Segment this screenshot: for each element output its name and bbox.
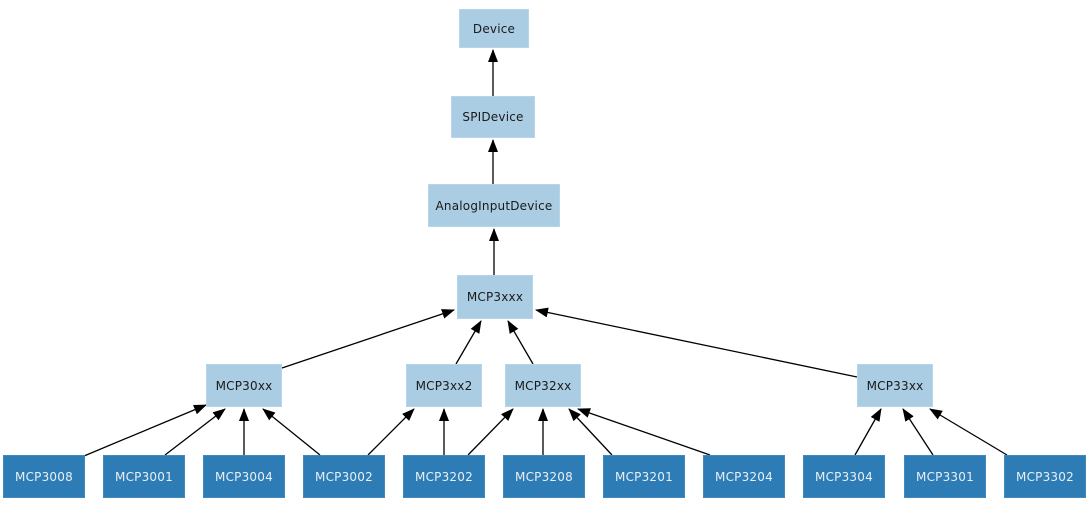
class-node-mcp3008[interactable]: MCP3008: [3, 455, 85, 498]
class-node-mcp3201[interactable]: MCP3201: [603, 455, 685, 498]
class-node-mcp3208[interactable]: MCP3208: [503, 455, 585, 498]
inheritance-arrow-MCP3202-to-MCP32xx: [467, 408, 514, 456]
inheritance-arrow-MCP3008-to-MCP30xx: [83, 404, 207, 457]
class-node-analoginputdevice[interactable]: AnalogInputDevice: [428, 184, 560, 227]
class-node-mcp3302[interactable]: MCP3302: [1004, 455, 1086, 498]
inheritance-arrow-MCP3302-to-MCP33xx: [929, 408, 1008, 456]
inheritance-arrow-MCP32xx-to-MCP3xxx: [507, 320, 534, 365]
inheritance-arrow-MCP3301-to-MCP33xx: [902, 408, 934, 456]
class-node-device[interactable]: Device: [459, 9, 529, 48]
class-node-mcp3xx2[interactable]: MCP3xx2: [406, 364, 482, 407]
class-node-mcp3xxx[interactable]: MCP3xxx: [457, 275, 533, 319]
class-node-mcp3301[interactable]: MCP3301: [904, 455, 986, 498]
inheritance-arrow-MCP3002-to-MCP30xx: [262, 408, 321, 456]
inheritance-arrow-MCP30xx-to-MCP3xxx: [281, 309, 455, 369]
class-node-mcp32xx[interactable]: MCP32xx: [505, 364, 581, 407]
class-node-mcp3204[interactable]: MCP3204: [703, 455, 785, 498]
class-node-mcp3001[interactable]: MCP3001: [103, 455, 185, 498]
class-node-mcp30xx[interactable]: MCP30xx: [206, 364, 282, 407]
class-node-mcp3202[interactable]: MCP3202: [403, 455, 485, 498]
inheritance-arrow-MCP3xx2-to-MCP3xxx: [455, 320, 482, 365]
class-node-mcp3004[interactable]: MCP3004: [203, 455, 285, 498]
class-node-spidevice[interactable]: SPIDevice: [451, 96, 535, 138]
inheritance-arrow-MCP3002-to-MCP3xx2: [367, 408, 415, 456]
inheritance-arrow-MCP3201-to-MCP32xx: [568, 408, 613, 456]
class-node-mcp33xx[interactable]: MCP33xx: [857, 364, 933, 407]
inheritance-arrow-MCP33xx-to-MCP3xxx: [535, 307, 858, 378]
class-node-mcp3304[interactable]: MCP3304: [803, 455, 885, 498]
class-node-mcp3002[interactable]: MCP3002: [303, 455, 385, 498]
inheritance-arrow-MCP3001-to-MCP30xx: [164, 408, 226, 456]
inheritance-arrow-MCP3304-to-MCP33xx: [854, 408, 882, 456]
inheritance-arrow-MCP3204-to-MCP32xx: [577, 408, 711, 456]
